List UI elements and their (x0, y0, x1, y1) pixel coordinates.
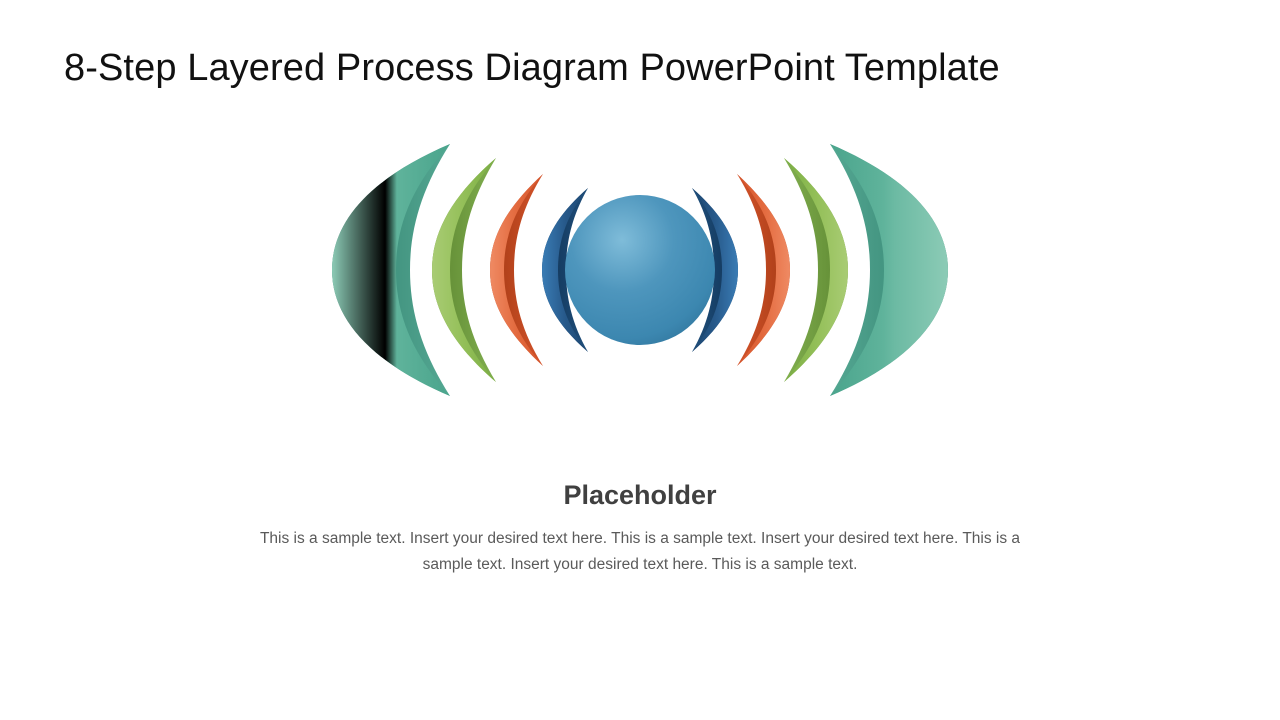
layer-orange-left-face (490, 174, 543, 366)
layer-teal-left[interactable] (332, 144, 450, 396)
layer-green-right[interactable] (784, 158, 848, 382)
layer-orange-left[interactable] (490, 174, 543, 366)
center-sphere[interactable] (565, 195, 715, 345)
layer-green-right-face (784, 158, 848, 382)
caption-block: Placeholder This is a sample text. Inser… (190, 478, 1090, 578)
layer-teal-right[interactable] (830, 144, 948, 396)
layer-teal-left-face (332, 144, 450, 396)
layer-blue-right-face (692, 188, 738, 352)
layered-process-diagram (332, 144, 948, 396)
caption-heading: Placeholder (563, 480, 717, 510)
layer-green-left[interactable] (432, 158, 496, 382)
page-title: 8-Step Layered Process Diagram PowerPoin… (64, 47, 1000, 89)
layer-orange-right-face (737, 174, 790, 366)
layer-teal-right-face (830, 144, 948, 396)
caption-body-text: This is a sample text. Insert your desir… (259, 530, 1021, 573)
layer-orange-right[interactable] (737, 174, 790, 366)
diagram-container (300, 120, 980, 420)
layer-green-left-face (432, 158, 496, 382)
layer-blue-left-face (542, 188, 588, 352)
